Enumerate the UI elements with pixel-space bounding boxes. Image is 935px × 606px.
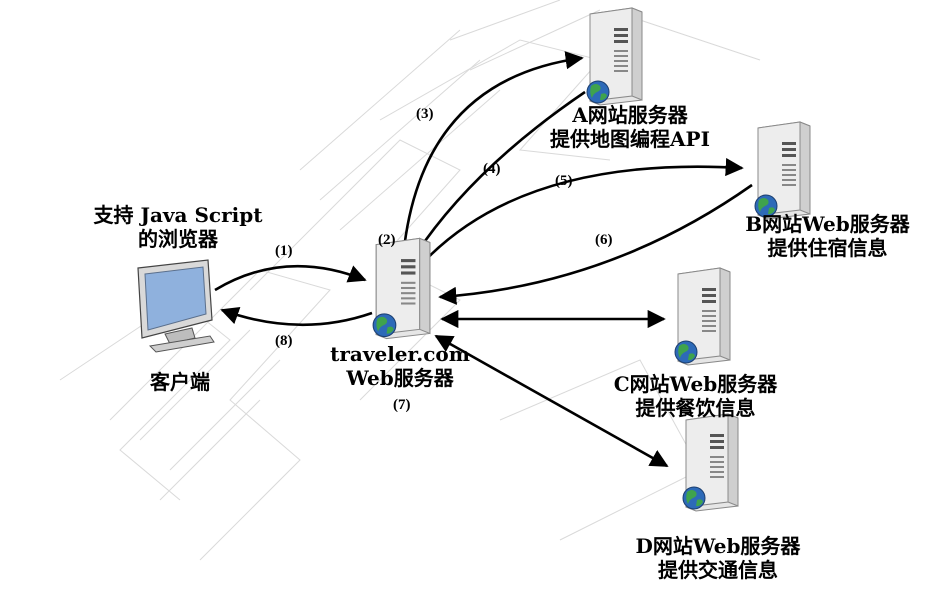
arrows bbox=[214, 51, 753, 468]
arrow-step-8 bbox=[220, 306, 373, 327]
step-label-6: (6) bbox=[595, 232, 613, 248]
arrow-step-6 bbox=[438, 183, 753, 305]
server-b-label: B网站Web服务器 提供住宿信息 bbox=[720, 212, 935, 260]
step-label-3: (3) bbox=[416, 106, 434, 122]
server-d-label-line2: 提供交通信息 bbox=[658, 558, 778, 582]
arrow-step-7 bbox=[434, 334, 669, 468]
server-c-label-line1: C网站Web服务器 bbox=[613, 372, 778, 396]
client-caption-line2: 的浏览器 bbox=[138, 227, 218, 251]
server-a-label-line2: 提供地图编程API bbox=[550, 127, 710, 151]
server-a-icon bbox=[586, 7, 643, 106]
main-server-label: traveler.com Web服务器 bbox=[320, 342, 480, 390]
client-monitor-icon bbox=[137, 259, 215, 353]
step-label-8: (8) bbox=[275, 333, 293, 349]
server-b-label-line2: 提供住宿信息 bbox=[767, 236, 888, 260]
client-caption-line1: 支持 Java Script bbox=[93, 203, 263, 227]
main-server-label-line2: Web服务器 bbox=[346, 366, 454, 390]
step-label-4: (4) bbox=[483, 161, 501, 177]
step-label-1: (1) bbox=[275, 243, 293, 259]
server-d-label-line1: D网站Web服务器 bbox=[635, 534, 801, 558]
server-d-label: D网站Web服务器 提供交通信息 bbox=[608, 534, 828, 582]
client-caption: 支持 Java Script 的浏览器 bbox=[88, 203, 268, 251]
server-c-icon bbox=[674, 267, 731, 366]
server-b-label-line1: B网站Web服务器 bbox=[745, 212, 910, 236]
arrow-step-1 bbox=[214, 264, 367, 292]
client-label: 客户端 bbox=[150, 370, 210, 394]
server-c-label-line2: 提供餐饮信息 bbox=[635, 396, 756, 420]
server-a-label-line1: A网站服务器 bbox=[572, 103, 688, 127]
main-server-icon bbox=[372, 237, 431, 340]
main-server-label-line1: traveler.com bbox=[330, 342, 470, 366]
arrow-step-5 bbox=[417, 157, 744, 269]
server-c-label: C网站Web服务器 提供餐饮信息 bbox=[588, 372, 803, 420]
step-label-7: (7) bbox=[393, 397, 411, 413]
server-b-icon bbox=[754, 121, 811, 220]
arrow-step-4 bbox=[410, 90, 586, 262]
arrow-step-3 bbox=[401, 51, 584, 259]
server-a-label: A网站服务器 提供地图编程API bbox=[520, 103, 740, 151]
step-label-5: (5) bbox=[555, 173, 573, 189]
server-d-icon bbox=[682, 413, 739, 512]
step-label-2: (2) bbox=[378, 232, 396, 248]
